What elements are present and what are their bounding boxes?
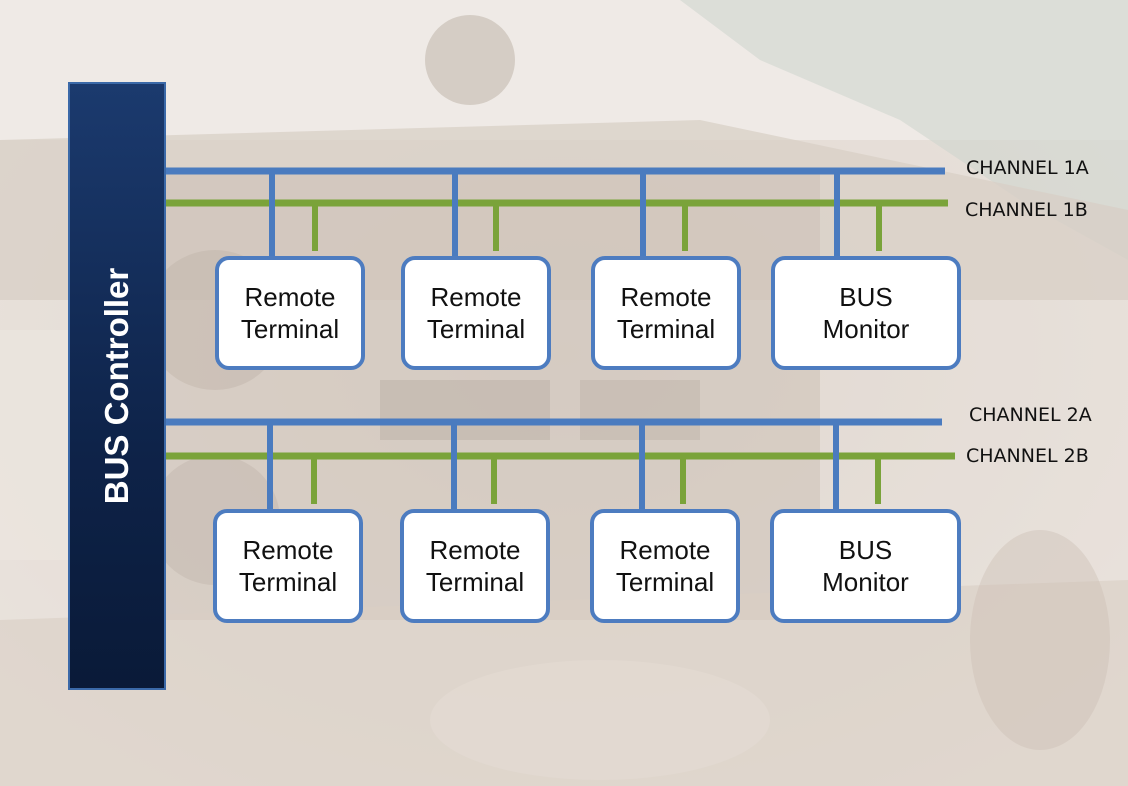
node-label-line2: Terminal bbox=[616, 314, 716, 344]
node-label-line1: Remote bbox=[430, 282, 522, 312]
remote-terminal-2-3: Remote Terminal bbox=[590, 509, 740, 623]
remote-terminal-1-1: Remote Terminal bbox=[215, 256, 365, 370]
node-label-line1: BUS bbox=[839, 282, 893, 312]
channel-2a-label: CHANNEL 2A bbox=[969, 404, 1092, 426]
remote-terminal-1-3: Remote Terminal bbox=[591, 256, 741, 370]
channel-1b-label: CHANNEL 1B bbox=[965, 199, 1088, 221]
node-label-line1: Remote bbox=[620, 282, 712, 312]
node-label-line2: Terminal bbox=[240, 314, 340, 344]
bus-controller-label: BUS Controller bbox=[98, 267, 135, 505]
node-label-line1: Remote bbox=[244, 282, 336, 312]
remote-terminal-2-1: Remote Terminal bbox=[213, 509, 363, 623]
bus-monitor-1: BUS Monitor bbox=[771, 256, 961, 370]
remote-terminal-2-2: Remote Terminal bbox=[400, 509, 550, 623]
node-label-line2: Monitor bbox=[822, 567, 909, 597]
node-label-line1: Remote bbox=[242, 535, 334, 565]
bus-controller-box: BUS Controller bbox=[68, 82, 166, 690]
bus-monitor-2: BUS Monitor bbox=[770, 509, 961, 623]
channel-1a-label: CHANNEL 1A bbox=[966, 157, 1089, 179]
node-label-line2: Terminal bbox=[615, 567, 715, 597]
node-label-line1: BUS bbox=[838, 535, 893, 565]
bus-group-2 bbox=[166, 418, 955, 511]
node-label-line1: Remote bbox=[429, 535, 521, 565]
node-label-line2: Terminal bbox=[238, 567, 338, 597]
node-label-line2: Terminal bbox=[425, 567, 525, 597]
bus-group-1 bbox=[166, 167, 948, 258]
node-label-line2: Monitor bbox=[822, 314, 910, 344]
channel-2b-label: CHANNEL 2B bbox=[966, 445, 1089, 467]
node-label-line1: Remote bbox=[619, 535, 711, 565]
remote-terminal-1-2: Remote Terminal bbox=[401, 256, 551, 370]
node-label-line2: Terminal bbox=[426, 314, 526, 344]
